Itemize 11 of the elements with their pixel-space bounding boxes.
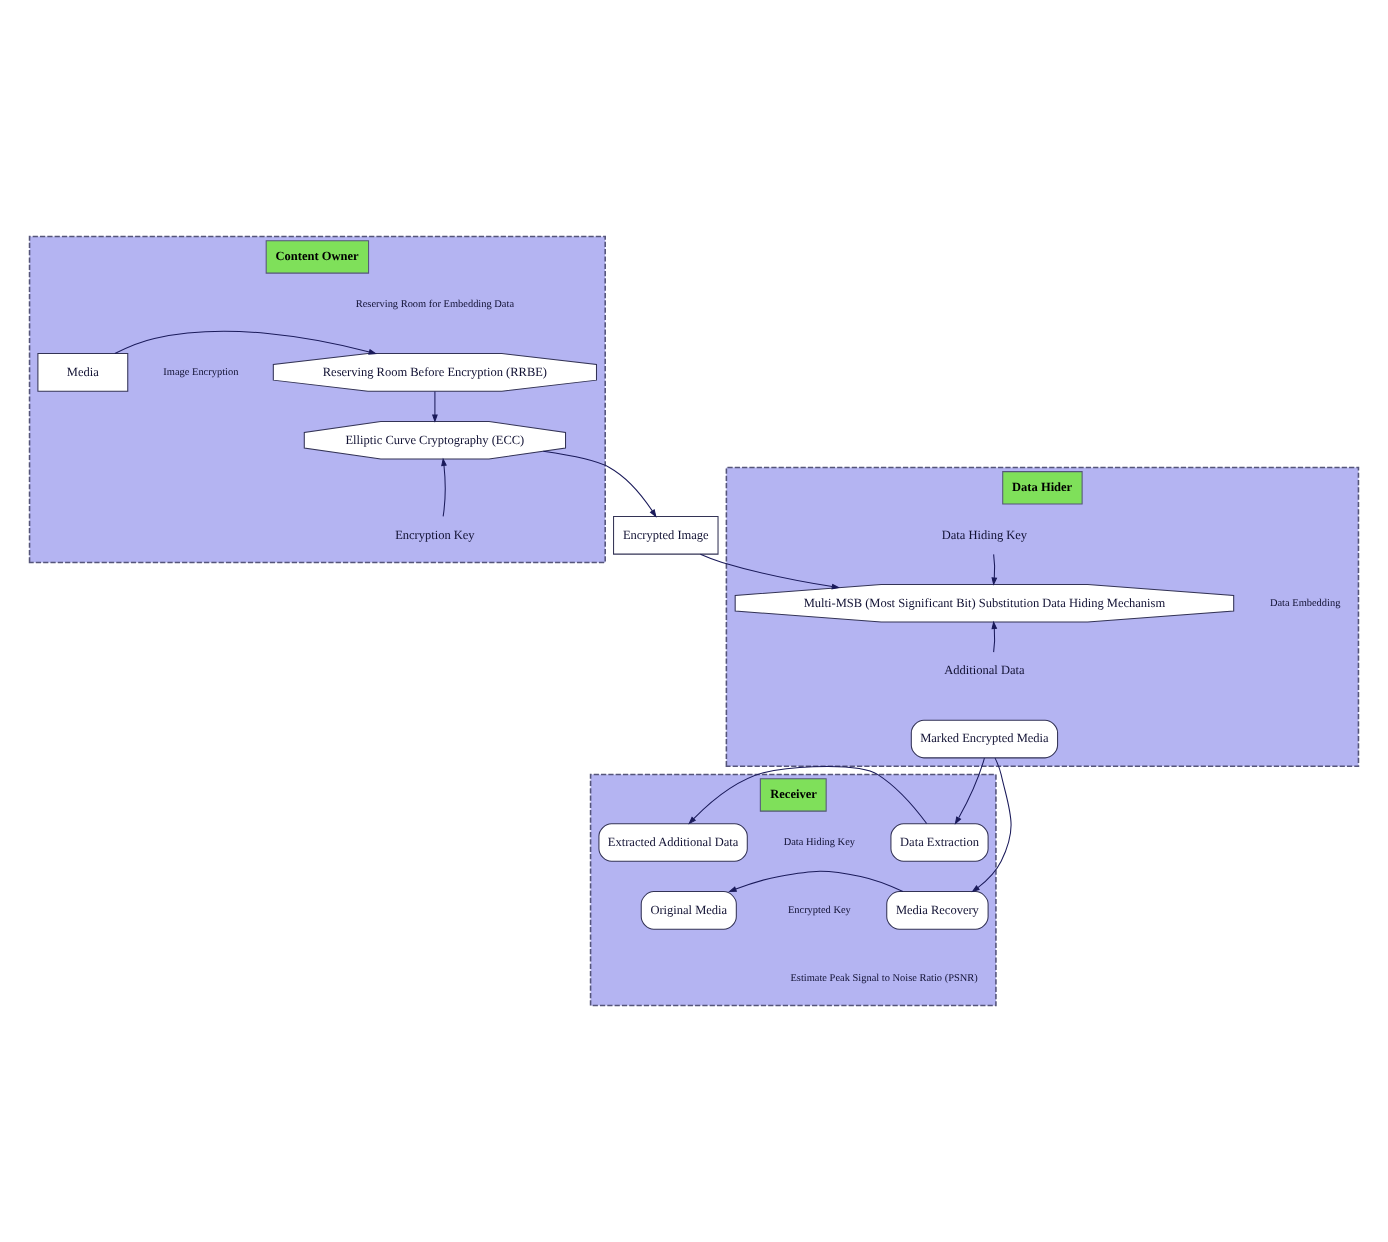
- arrow: [954, 757, 985, 825]
- arrow: [114, 330, 377, 355]
- arrow: [441, 457, 447, 517]
- arrow: [431, 390, 438, 423]
- arrow: [991, 620, 998, 653]
- arrow: [971, 757, 1012, 893]
- arrow: [542, 450, 657, 518]
- arrow: [728, 870, 904, 893]
- arrow: [699, 553, 841, 590]
- arrow: [991, 553, 998, 586]
- arrow: [688, 765, 928, 825]
